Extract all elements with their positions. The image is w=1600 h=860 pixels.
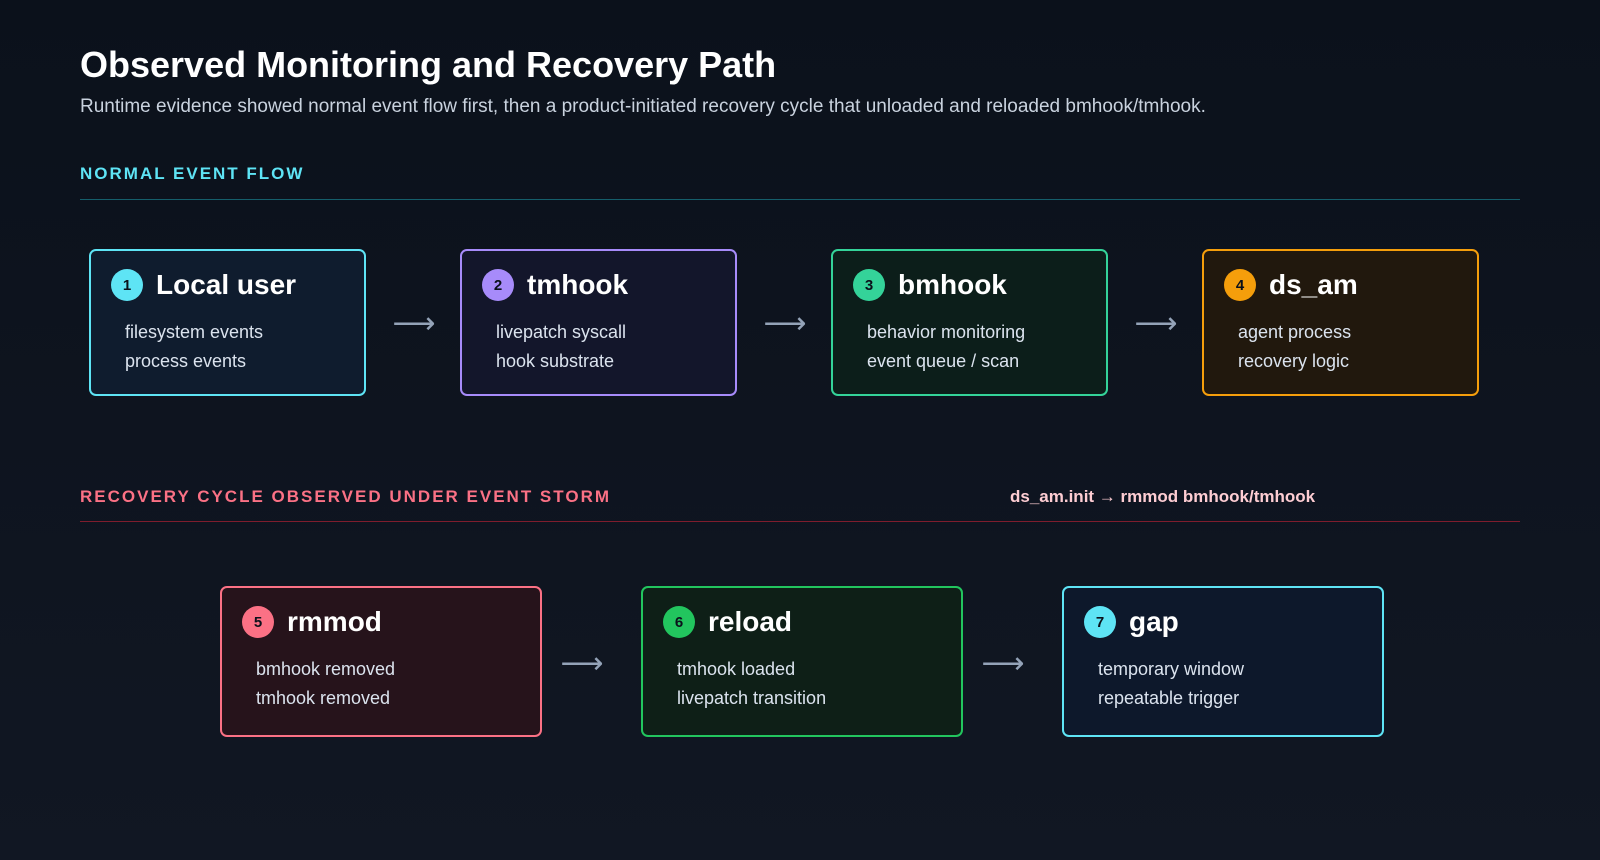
node-detail-line: tmhook loaded	[677, 659, 796, 679]
node-number-badge: 1	[111, 269, 143, 301]
node-title: Local user	[156, 269, 297, 300]
flow-arrow-icon: ⟶	[560, 647, 604, 680]
node-gap: 7 gap temporary window repeatable trigge…	[1062, 586, 1384, 737]
node-ds-am: 4 ds_am agent process recovery logic	[1202, 249, 1479, 396]
node-reload: 6 reload tmhook loaded livepatch transit…	[641, 586, 963, 737]
node-detail-line: event queue / scan	[867, 351, 1020, 371]
node-bmhook: 3 bmhook behavior monitoring event queue…	[831, 249, 1108, 396]
node-detail-line: temporary window	[1098, 659, 1245, 679]
node-detail-line: repeatable trigger	[1098, 688, 1240, 708]
node-tmhook: 2 tmhook livepatch syscall hook substrat…	[460, 249, 737, 396]
node-title: tmhook	[527, 269, 629, 300]
node-title: reload	[708, 606, 793, 637]
node-number-badge: 5	[242, 606, 274, 638]
node-detail-line: agent process	[1238, 322, 1352, 342]
node-detail-line: process events	[125, 351, 247, 371]
section-label-recovery: RECOVERY CYCLE OBSERVED UNDER EVENT STOR…	[80, 487, 612, 506]
node-detail-line: filesystem events	[125, 322, 264, 342]
node-detail-line: hook substrate	[496, 351, 615, 371]
node-number-badge: 4	[1224, 269, 1256, 301]
recovery-annotation: ds_am.init → rmmod bmhook/tmhook	[1010, 487, 1316, 506]
page-title: Observed Monitoring and Recovery Path	[80, 44, 777, 85]
node-number-badge: 2	[482, 269, 514, 301]
node-detail-line: tmhook removed	[256, 688, 391, 708]
node-number-badge: 3	[853, 269, 885, 301]
node-local-user: 1 Local user filesystem events process e…	[89, 249, 366, 396]
flow-arrow-icon: ⟶	[1134, 307, 1178, 340]
node-title: ds_am	[1269, 269, 1358, 300]
node-detail-line: behavior monitoring	[867, 322, 1026, 342]
flow-arrow-icon: ⟶	[763, 307, 807, 340]
node-title: gap	[1129, 606, 1179, 637]
node-title: bmhook	[898, 269, 1007, 300]
node-rmmod: 5 rmmod bmhook removed tmhook removed	[220, 586, 542, 737]
node-title: rmmod	[287, 606, 382, 637]
node-detail-line: recovery logic	[1238, 351, 1350, 371]
node-number-badge: 6	[663, 606, 695, 638]
node-number-badge: 7	[1084, 606, 1116, 638]
node-detail-line: livepatch transition	[677, 688, 827, 708]
flow-arrow-icon: ⟶	[981, 647, 1025, 680]
section-label-normal: NORMAL EVENT FLOW	[80, 164, 305, 183]
section-divider-recovery	[80, 521, 1520, 522]
node-detail-line: bmhook removed	[256, 659, 396, 679]
page-subtitle: Runtime evidence showed normal event flo…	[80, 96, 1206, 117]
node-detail-line: livepatch syscall	[496, 322, 627, 342]
section-divider-normal	[80, 199, 1520, 200]
flow-arrow-icon: ⟶	[392, 307, 436, 340]
